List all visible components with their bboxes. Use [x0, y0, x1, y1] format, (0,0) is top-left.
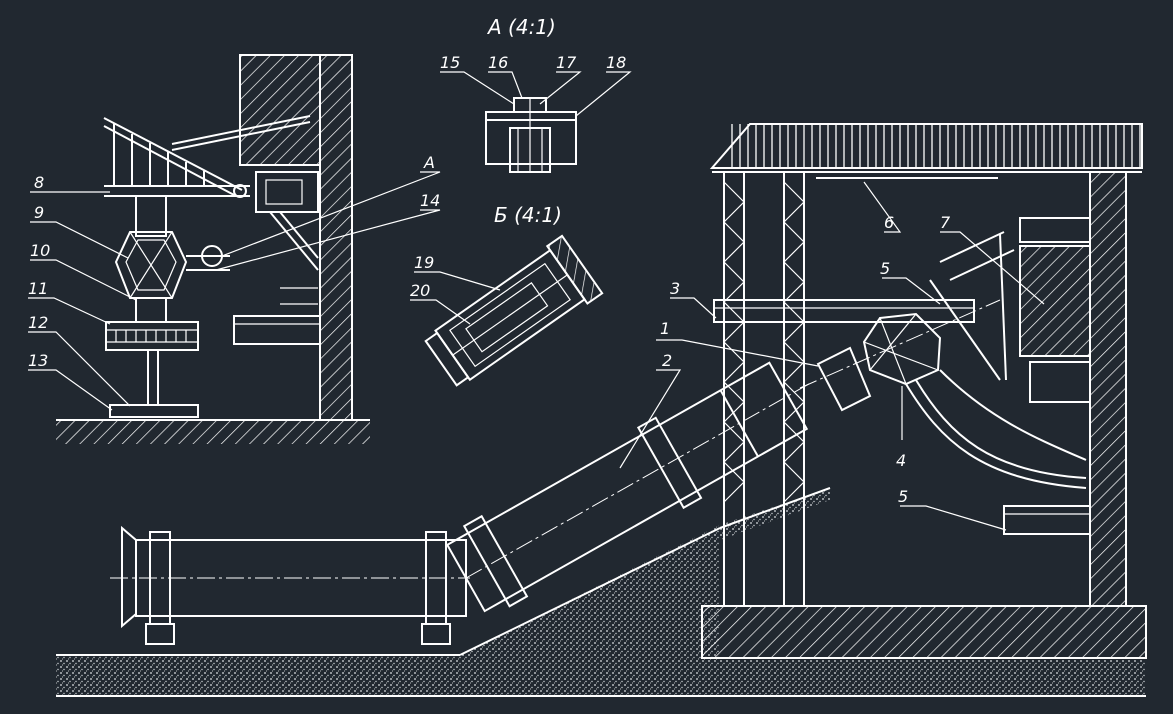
- callout-6: 6: [884, 213, 894, 232]
- platform: [713, 299, 975, 323]
- callout-20: 20: [410, 281, 430, 300]
- callout-12: 12: [28, 313, 48, 332]
- ground-slab: [56, 660, 1146, 696]
- callout-18: 18: [606, 53, 626, 72]
- callout-17: 17: [556, 53, 577, 72]
- inclined-kiln-section: [445, 361, 810, 613]
- roof: [730, 124, 1142, 168]
- callout-2: 2: [662, 351, 672, 370]
- callout-A: А: [423, 153, 435, 172]
- callout-5-top: 5: [880, 259, 890, 278]
- view-b-title: Б (4:1): [494, 203, 562, 227]
- callout-7: 7: [940, 213, 951, 232]
- view-a-detail: [485, 97, 577, 173]
- leader-lines: [28, 71, 1045, 531]
- horizontal-kiln-section: [110, 525, 470, 645]
- callout-14: 14: [420, 191, 440, 210]
- callout-3: 3: [670, 279, 680, 298]
- callout-4: 4: [896, 451, 906, 470]
- boom-truss: [103, 117, 250, 197]
- callout-16: 16: [488, 53, 508, 72]
- callout-13: 13: [28, 351, 48, 370]
- left-ground-hatch: [56, 420, 370, 444]
- wall-block: [240, 55, 320, 165]
- burner-head: [862, 312, 942, 386]
- callout-10: 10: [30, 241, 50, 260]
- right-foundation: [702, 606, 1146, 658]
- steel-columns: [723, 171, 805, 607]
- callout-15: 15: [440, 53, 460, 72]
- callout-1: 1: [660, 319, 670, 338]
- view-b-detail: [424, 234, 604, 387]
- main-assembly: [56, 123, 1147, 697]
- right-building-wall: [1090, 172, 1126, 606]
- callout-19: 19: [414, 253, 434, 272]
- callout-9: 9: [34, 203, 44, 222]
- burner-nozzle: [816, 346, 872, 412]
- left-detail-view: [56, 54, 370, 444]
- labels: А (4:1) Б (4:1) 8 9 10 11 12 13 А 14 15 …: [28, 15, 951, 506]
- callout-11: 11: [28, 279, 48, 298]
- view-a-title: А (4:1): [486, 15, 556, 39]
- callout-5-bottom: 5: [898, 487, 908, 506]
- callout-8: 8: [34, 173, 44, 192]
- turntable: [105, 321, 199, 351]
